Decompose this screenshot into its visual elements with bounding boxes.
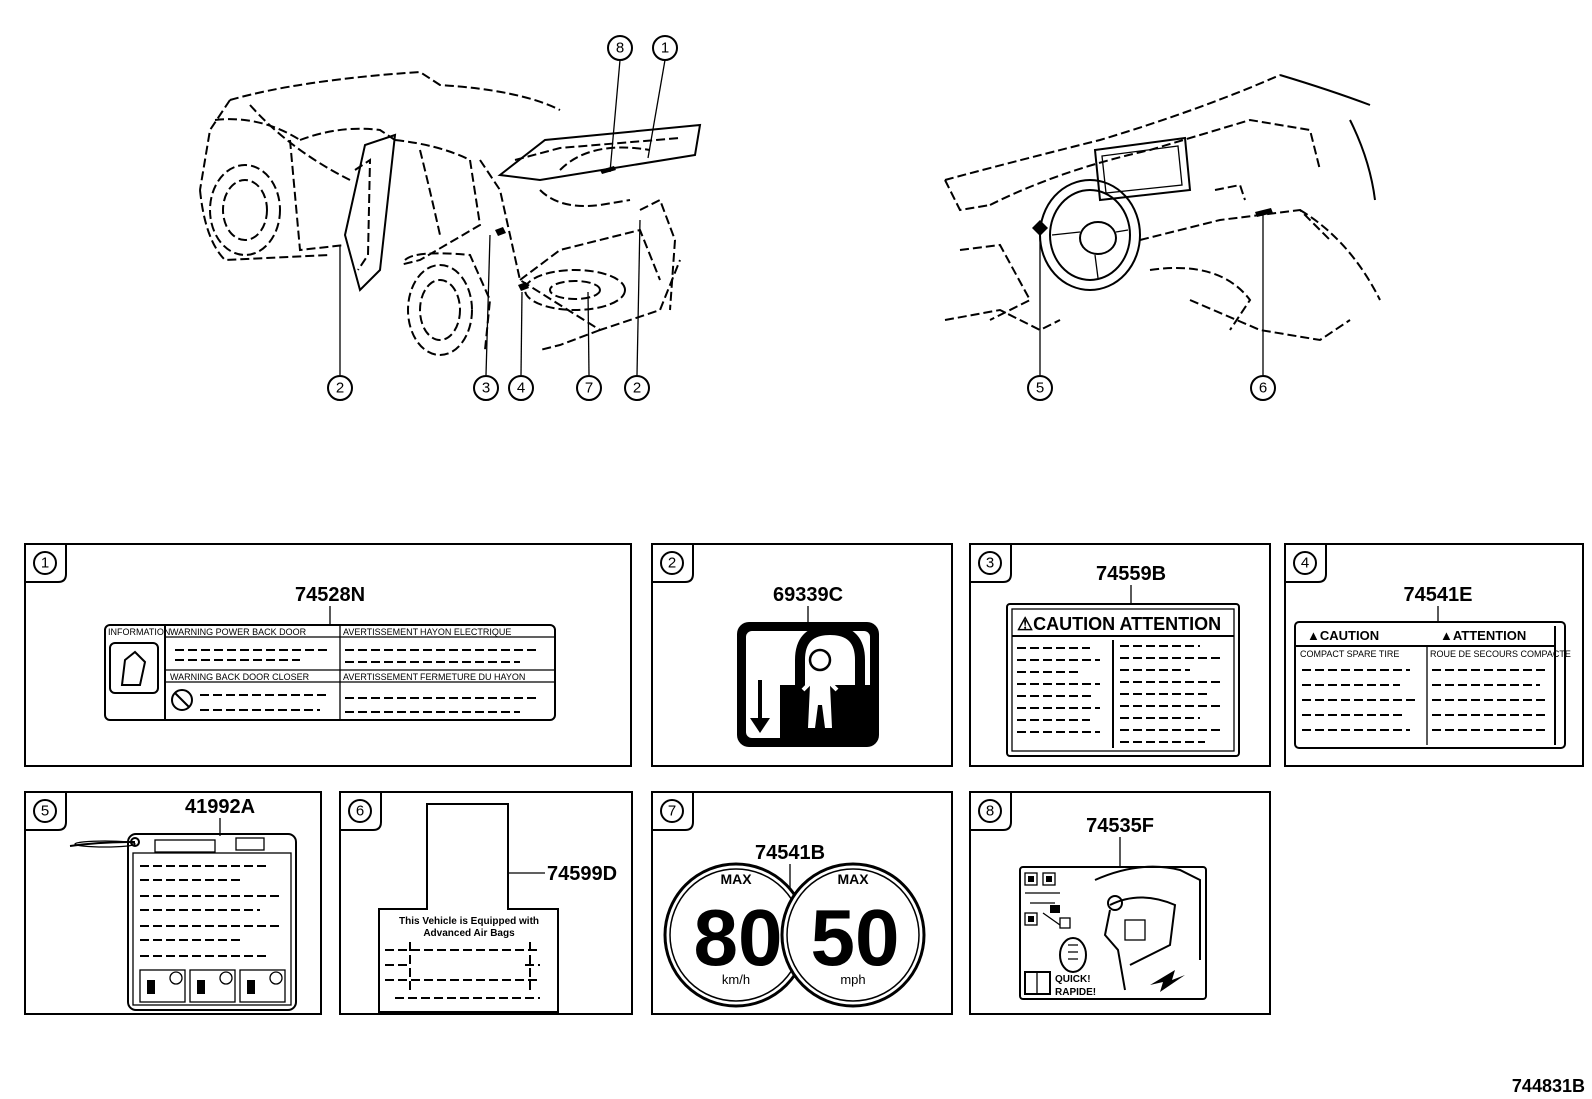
label-41992A — [69, 833, 297, 1011]
svg-text:3: 3 — [482, 380, 490, 397]
svg-text:MAX: MAX — [720, 871, 752, 887]
svg-text:Advanced Air Bags: Advanced Air Bags — [423, 928, 515, 939]
callout-2-door: 2 — [327, 375, 353, 401]
panel-6: 6 74599D This Vehicle is Equipped with A… — [339, 791, 633, 1015]
panel-7: 7 74541B MAX 80 km/h MAX 50 mph — [651, 791, 953, 1015]
svg-text:MAX: MAX — [837, 871, 869, 887]
part-number-74559B: 74559B — [1096, 563, 1166, 585]
svg-text:2: 2 — [336, 380, 344, 397]
svg-text:⚠CAUTION ATTENTION: ⚠CAUTION ATTENTION — [1017, 614, 1221, 634]
part-number-74528N: 74528N — [295, 584, 365, 606]
svg-text:mph: mph — [840, 972, 865, 987]
svg-text:80: 80 — [694, 893, 783, 982]
speed-label-mph: MAX 50 mph — [780, 862, 926, 1008]
svg-text:8: 8 — [616, 40, 624, 57]
svg-text:1: 1 — [661, 40, 669, 57]
svg-text:6: 6 — [356, 803, 364, 820]
svg-text:FERMETURE DU HAYON: FERMETURE DU HAYON — [420, 672, 525, 682]
callout-8-top: 8 — [607, 35, 633, 61]
svg-text:HAYON ELECTRIQUE: HAYON ELECTRIQUE — [420, 627, 511, 637]
svg-text:8: 8 — [986, 803, 994, 820]
svg-text:5: 5 — [1036, 380, 1044, 397]
part-number-74599D: 74599D — [547, 863, 617, 885]
svg-text:ROUE DE SECOURS COMPACTE: ROUE DE SECOURS COMPACTE — [1430, 649, 1571, 659]
callout-5-dash: 5 — [1027, 375, 1053, 401]
diagram-id: 744831B — [1512, 1076, 1585, 1096]
panel-4: 4 74541E ▲CAUTION ▲ATTENTION COMPACT SPA… — [1284, 543, 1584, 767]
panel-2: 2 69339C — [651, 543, 953, 767]
svg-text:5: 5 — [41, 803, 49, 820]
svg-text:4: 4 — [1301, 555, 1309, 572]
svg-text:AVERTISSEMENT: AVERTISSEMENT — [343, 672, 419, 682]
callout-3: 3 — [473, 375, 499, 401]
part-number-74535F: 74535F — [1086, 815, 1154, 837]
callout-7: 7 — [576, 375, 602, 401]
callout-6-dash: 6 — [1250, 375, 1276, 401]
svg-text:3: 3 — [986, 555, 994, 572]
panel-8: 8 74535F QUICK! RAPIDE! — [969, 791, 1271, 1015]
svg-text:QUICK!: QUICK! — [1055, 974, 1091, 985]
svg-text:2: 2 — [668, 555, 676, 572]
callout-1-top: 1 — [652, 35, 678, 61]
part-number-41992A: 41992A — [185, 796, 255, 818]
svg-text:6: 6 — [1259, 380, 1267, 397]
part-number-74541B: 74541B — [755, 842, 825, 864]
label-74541E: ▲CAUTION ▲ATTENTION COMPACT SPARE TIRE R… — [1294, 621, 1571, 749]
svg-text:4: 4 — [517, 380, 525, 397]
svg-text:7: 7 — [668, 803, 676, 820]
svg-text:7: 7 — [585, 380, 593, 397]
svg-text:This Vehicle is Equipped with: This Vehicle is Equipped with — [399, 916, 539, 927]
panel-3: 3 74559B ⚠CAUTION ATTENTION — [969, 543, 1271, 767]
svg-text:INFORMATION: INFORMATION — [108, 627, 170, 637]
label-74559B: ⚠CAUTION ATTENTION — [1006, 603, 1240, 757]
svg-text:km/h: km/h — [722, 972, 750, 987]
label-74599D: This Vehicle is Equipped with Advanced A… — [378, 803, 559, 1013]
svg-text:1: 1 — [41, 555, 49, 572]
svg-text:2: 2 — [633, 380, 641, 397]
svg-text:▲ATTENTION: ▲ATTENTION — [1440, 628, 1526, 643]
speed-label-kmh: MAX 80 km/h — [663, 862, 809, 1008]
panel-5: 5 41992A — [24, 791, 322, 1015]
part-number-74541E: 74541E — [1404, 584, 1473, 606]
label-74535F: QUICK! RAPIDE! — [1019, 865, 1207, 1000]
svg-text:COMPACT SPARE TIRE: COMPACT SPARE TIRE — [1300, 649, 1399, 659]
child-lock-symbol — [737, 622, 879, 747]
dashboard-illustration — [944, 74, 1381, 375]
svg-text:50: 50 — [811, 893, 900, 982]
callout-2-rear: 2 — [624, 375, 650, 401]
svg-text:▲CAUTION: ▲CAUTION — [1307, 628, 1379, 643]
label-74528N: INFORMATION WARNING POWER BACK DOOR AVER… — [104, 624, 556, 721]
svg-text:RAPIDE!: RAPIDE! — [1055, 987, 1096, 998]
svg-text:WARNING BACK DOOR CLOSER: WARNING BACK DOOR CLOSER — [170, 672, 310, 682]
panel-1: 1 74528N INFORMATION WARNING POWER BACK … — [24, 543, 632, 767]
callout-4: 4 — [508, 375, 534, 401]
svg-text:AVERTISSEMENT: AVERTISSEMENT — [343, 627, 419, 637]
svg-text:WARNING POWER BACK DOOR: WARNING POWER BACK DOOR — [170, 627, 307, 637]
part-number-69339C: 69339C — [773, 584, 843, 606]
vehicle-body-illustration — [199, 59, 702, 376]
